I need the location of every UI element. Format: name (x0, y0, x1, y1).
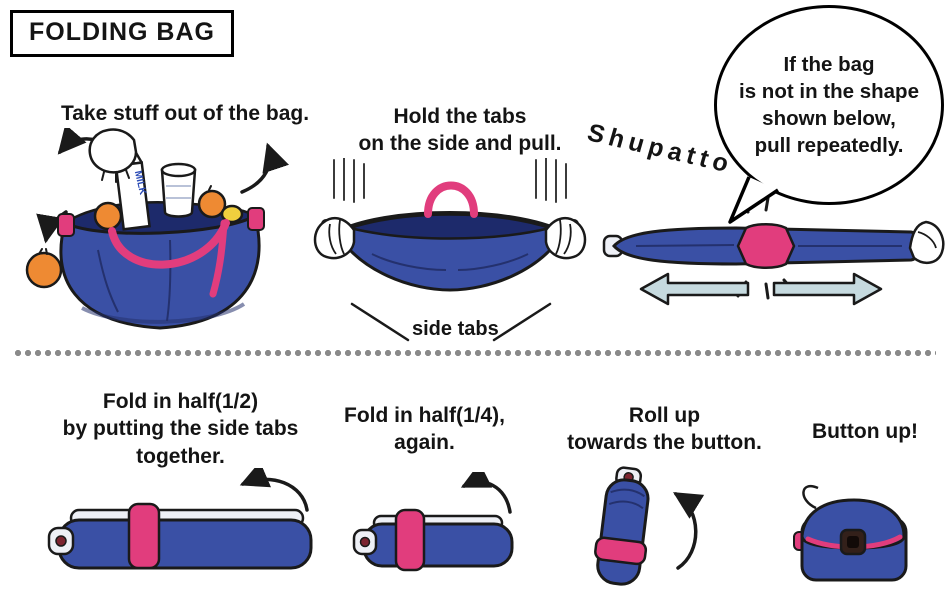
step3-strip-illustration (602, 196, 945, 306)
cord-loop (802, 484, 819, 510)
pink-band (594, 536, 648, 566)
bag-bottom-shade (81, 302, 246, 324)
side-tabs-label: side tabs (412, 318, 499, 340)
strip-pink-band (736, 223, 796, 269)
fold-half-illustration (47, 468, 313, 570)
side-tab-right (247, 207, 265, 231)
hand-icon-right (544, 216, 587, 260)
step2-caption: Hold the tabs on the side and pull. (358, 105, 562, 156)
bag-front-handle (108, 219, 230, 269)
fold-arrow-icon (460, 472, 512, 514)
buttoned-pouch-illustration (793, 484, 908, 582)
bag-crease (97, 239, 172, 322)
bag-side-strap (209, 219, 228, 298)
sketch-arm-lines-right (535, 158, 567, 203)
step2-pull-illustration (313, 158, 587, 342)
orange-fruit-in-bag (93, 201, 123, 231)
button-up-caption: Button up! (811, 420, 919, 443)
pink-band (394, 508, 426, 572)
strip-crease (635, 244, 902, 247)
side-tab-left (57, 213, 75, 237)
arrow-right-icon (240, 142, 290, 194)
folded-bag-body (57, 518, 313, 570)
button-tab (47, 526, 75, 556)
bag-handle-loop (424, 181, 478, 218)
flat-bag-crease (371, 253, 529, 271)
hand-icon-right (908, 220, 945, 265)
hand-icon (88, 128, 138, 183)
lemon-item (220, 204, 244, 224)
speech-bubble-text: If the bag is not in the shape shown bel… (739, 52, 919, 158)
roll-up-illustration (594, 466, 705, 586)
speech-bubble: If the bag is not in the shape shown bel… (714, 5, 944, 205)
speech-bubble-tail (728, 176, 779, 224)
pouch-button (839, 528, 867, 556)
roll-up-caption: Roll up towards the button. (567, 404, 762, 455)
button-tab (352, 528, 378, 556)
cup-item (160, 162, 197, 218)
roll-lines (608, 488, 645, 510)
pull-arrow-left (639, 272, 750, 306)
step1-caption: Take stuff out of the bag. (60, 102, 310, 125)
hand-icon-left (313, 216, 356, 260)
fold-arrow-icon (239, 468, 309, 512)
fold-quarter-illustration (352, 472, 514, 572)
rolled-bag (594, 466, 650, 586)
sketch-arm-lines-left (333, 158, 365, 203)
folded-bag-body (362, 522, 514, 568)
roll-arrow-icon (673, 492, 705, 570)
orange-fruit-outside (25, 248, 63, 289)
page-title: FOLDING BAG (10, 10, 234, 57)
side-tabs-pointer-lines (350, 302, 552, 342)
fold-quarter-caption: Fold in half(1/4), again. (344, 404, 505, 455)
pink-band (127, 502, 161, 570)
fold-half-caption: Fold in half(1/2) by putting the side ta… (62, 390, 299, 468)
orange-fruit-right (197, 185, 227, 219)
dotted-divider (14, 349, 936, 357)
step1-bag-illustration: MILK (25, 128, 290, 330)
brand-logo-text: Shupatto (584, 118, 737, 179)
pull-arrow-right (772, 272, 883, 306)
